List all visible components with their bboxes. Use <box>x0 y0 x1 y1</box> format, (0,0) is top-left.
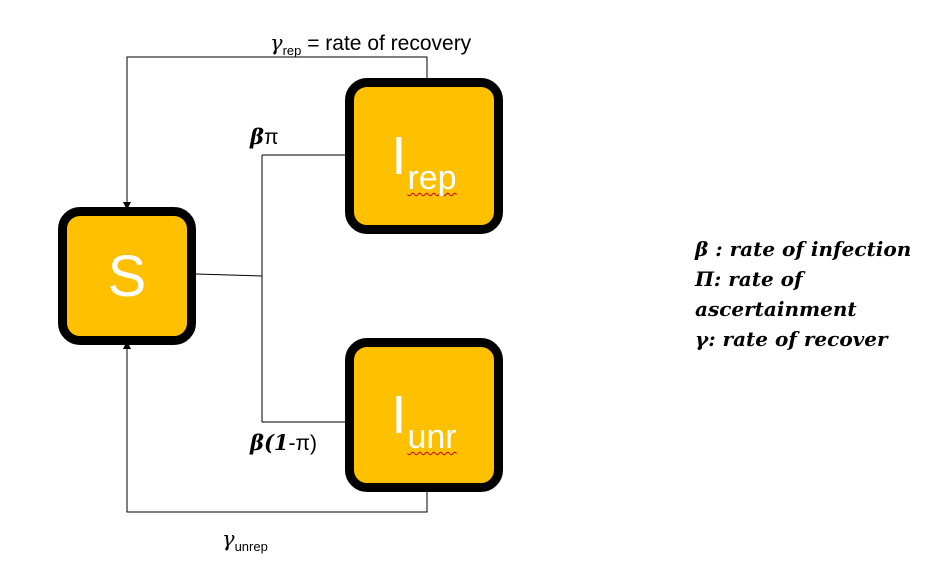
label-infect-rep-text: π <box>263 126 279 149</box>
node-susceptible: S <box>58 207 196 345</box>
label-infect-unr: β(1-π) <box>250 430 317 456</box>
label-infect-rep: βπ <box>250 124 278 150</box>
label-recovery-rep-text: = rate of recovery <box>301 32 472 55</box>
edge-recovery-unrep <box>123 341 428 513</box>
node-susceptible-label: S <box>107 243 147 309</box>
label-recovery-rep: γrep = rate of recovery <box>270 31 472 58</box>
legend-line-pi: Π: rate of <box>695 267 803 291</box>
node-rep-main: I <box>391 126 407 186</box>
label-infect-unr-one: 1 <box>273 430 289 455</box>
node-unr-sub: unr <box>407 418 457 456</box>
label-recovery-rep-symbol: γ <box>270 31 283 55</box>
label-infect-unr-rest: -π) <box>288 432 317 455</box>
edge-s-out <box>195 273 263 277</box>
label-recovery-rep-subscript: rep <box>282 43 302 58</box>
legend-line-gamma: γ: rate of recover <box>695 327 888 351</box>
label-recovery-unrep: γunrep <box>222 527 268 554</box>
label-infect-rep-symbol: β <box>250 124 264 149</box>
node-rep-sub: rep <box>407 159 457 197</box>
node-unr-main: I <box>391 385 407 445</box>
label-recovery-unrep-symbol: γ <box>222 527 235 551</box>
label-infect-unr-symbol: β <box>250 430 264 455</box>
label-infect-unr-open: ( <box>263 430 274 455</box>
legend: β : rate of infection Π: rate of ascerta… <box>695 234 935 354</box>
legend-line-ascertainment: ascertainment <box>695 297 857 321</box>
label-recovery-unrep-subscript: unrep <box>234 539 268 554</box>
legend-line-beta: β : rate of infection <box>695 237 912 261</box>
edge-recovery-rep <box>123 56 428 210</box>
